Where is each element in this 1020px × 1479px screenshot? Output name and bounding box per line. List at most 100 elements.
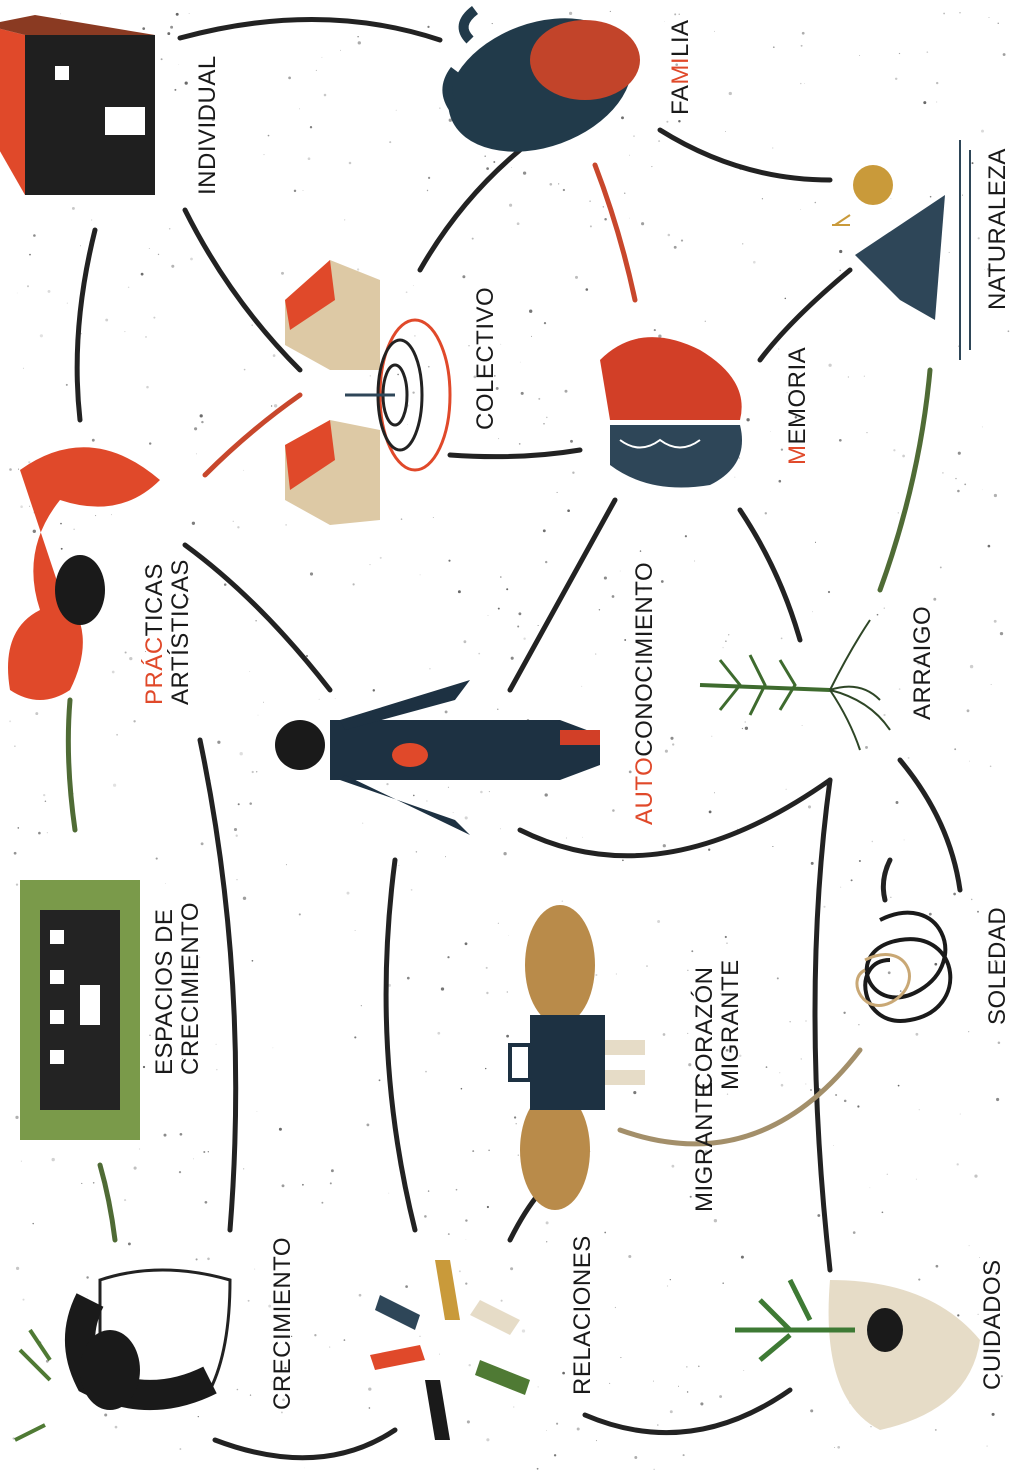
- speck: [116, 734, 118, 736]
- speck: [661, 580, 664, 583]
- speck: [143, 1066, 145, 1068]
- speck: [802, 32, 805, 35]
- speck: [238, 803, 240, 805]
- speck: [858, 1024, 859, 1025]
- speck: [16, 1267, 19, 1270]
- speck: [968, 1031, 969, 1032]
- edge-familia-naturaleza: [660, 130, 830, 180]
- speck: [529, 310, 532, 313]
- speck: [778, 349, 779, 350]
- speck: [595, 654, 596, 655]
- speck: [428, 366, 430, 368]
- speck: [979, 1257, 980, 1258]
- label-migrante: MIGRANTE: [691, 1081, 718, 1212]
- speck: [386, 783, 388, 785]
- speck: [258, 715, 259, 716]
- speck: [545, 561, 547, 563]
- speck: [546, 417, 548, 419]
- speck: [902, 455, 905, 458]
- speck: [962, 195, 963, 196]
- speck: [236, 835, 238, 837]
- speck: [872, 841, 873, 842]
- speck: [256, 1111, 257, 1112]
- speck: [839, 439, 842, 442]
- speck: [834, 1447, 835, 1448]
- speck: [974, 1175, 977, 1178]
- speck: [489, 791, 490, 792]
- speck: [877, 614, 879, 616]
- loneliness-tangle-illustration: [857, 913, 950, 1021]
- speck: [416, 851, 417, 852]
- speck: [14, 852, 17, 855]
- speck: [624, 193, 625, 194]
- speck: [981, 130, 984, 133]
- speck: [252, 771, 254, 773]
- speck: [700, 1402, 703, 1405]
- speck: [967, 709, 970, 712]
- speck: [249, 802, 252, 805]
- speck: [484, 155, 485, 156]
- speck: [359, 1294, 362, 1297]
- speck: [893, 449, 895, 451]
- speck: [498, 438, 499, 439]
- speck: [865, 746, 868, 749]
- speck: [17, 827, 19, 829]
- speck: [936, 102, 937, 103]
- speck: [439, 108, 440, 109]
- speck: [936, 1265, 939, 1268]
- speck: [810, 1089, 812, 1091]
- speck: [330, 1182, 332, 1184]
- speck: [672, 1165, 675, 1168]
- speck: [884, 608, 885, 609]
- speck: [27, 285, 29, 287]
- speck: [331, 1169, 334, 1172]
- speck: [466, 1239, 467, 1240]
- speck: [347, 892, 350, 895]
- edge-naturaleza-memoria: [760, 270, 850, 360]
- speck: [133, 720, 135, 722]
- speck: [411, 889, 413, 891]
- speck: [949, 252, 950, 253]
- speck: [681, 240, 683, 242]
- speck: [48, 290, 51, 293]
- speck: [28, 461, 30, 463]
- speck: [810, 1409, 813, 1412]
- speck: [657, 1424, 659, 1426]
- speck: [486, 167, 489, 170]
- speck: [86, 1276, 88, 1278]
- speck: [208, 1151, 209, 1152]
- speck: [658, 140, 660, 142]
- speck: [240, 752, 243, 755]
- relationships-hands-illustration: [370, 1260, 530, 1440]
- speck: [32, 1223, 33, 1224]
- speck: [586, 288, 589, 291]
- speck: [93, 1182, 95, 1184]
- speck: [128, 1242, 131, 1245]
- speck: [745, 727, 748, 730]
- speck: [174, 89, 176, 91]
- speck: [674, 246, 677, 249]
- speck: [654, 329, 656, 331]
- speck: [178, 64, 179, 65]
- speck: [667, 1285, 668, 1286]
- speck: [67, 303, 68, 304]
- speck: [806, 1084, 807, 1085]
- speck: [362, 823, 363, 824]
- speck: [735, 477, 736, 478]
- speck: [538, 1386, 539, 1387]
- speck: [577, 1428, 580, 1431]
- speck: [790, 1021, 791, 1022]
- speck: [859, 55, 860, 56]
- speck: [47, 832, 48, 833]
- speck: [66, 384, 68, 386]
- speck: [531, 336, 532, 337]
- speck: [719, 1395, 722, 1398]
- speck: [895, 78, 897, 80]
- edge-memoria-autoconocimiento: [510, 500, 615, 690]
- speck: [770, 431, 771, 432]
- label-practicas-line2: ARTÍSTICAS: [167, 559, 194, 705]
- speck: [883, 714, 885, 716]
- speck: [786, 789, 787, 790]
- speck: [354, 1036, 356, 1038]
- speck: [916, 1033, 919, 1036]
